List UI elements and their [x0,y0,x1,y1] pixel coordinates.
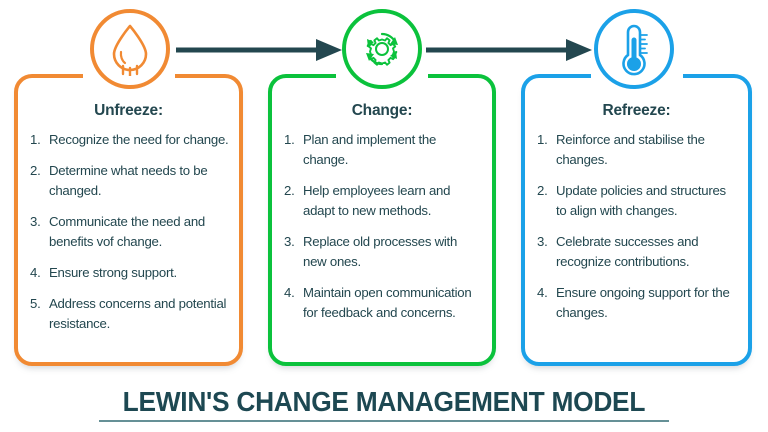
stage-list-unfreeze: 1. Recognize the need for change. 2. Det… [18,130,239,334]
list-item-number: 2. [284,183,295,198]
list-item-number: 1. [537,132,548,147]
thermometer-icon [594,9,674,89]
list-item-number: 5. [30,296,41,311]
stage-card-refreeze: Refreeze: 1. Reinforce and stabilise the… [521,71,752,366]
list-item-number: 4. [30,265,41,280]
list-item: 3. Communicate the need and benefits vof… [30,212,229,252]
list-item-text: Maintain open communication for feedback… [303,285,472,320]
stage-title-change: Change: [351,102,413,119]
list-item: 3. Celebrate successes and recognize con… [537,232,738,272]
list-item-text: Recognize the need for change. [49,132,229,147]
list-item: 4. Ensure ongoing support for the change… [537,283,738,323]
list-item: 2. Help employees learn and adapt to new… [284,181,482,221]
list-item: 4. Ensure strong support. [30,263,229,283]
list-item: 2. Determine what needs to be changed. [30,161,229,201]
list-item-text: Replace old processes with new ones. [303,234,458,269]
list-item-text: Plan and implement the change. [303,132,437,167]
list-item-text: Help employees learn and adapt to new me… [303,183,451,218]
list-item-number: 2. [537,183,548,198]
list-item-text: Communicate the need and benefits vof ch… [49,214,206,249]
gear-cycle-icon [342,9,422,89]
list-item-text: Celebrate successes and recognize contri… [556,234,699,269]
model-title-container: LEWIN'S CHANGE MANAGEMENT MODEL [0,386,768,418]
list-item: 1. Reinforce and stabilise the changes. [537,130,738,170]
stage-list-change: 1. Plan and implement the change. 2. Hel… [272,130,492,323]
list-item-number: 1. [30,132,41,147]
stage-title-refreeze: Refreeze: [602,102,671,119]
list-item-text: Reinforce and stabilise the changes. [556,132,705,167]
list-item-text: Determine what needs to be changed. [49,163,208,198]
list-item: 3. Replace old processes with new ones. [284,232,482,272]
list-item-number: 3. [537,234,548,249]
list-item-number: 3. [284,234,295,249]
list-item: 1. Plan and implement the change. [284,130,482,170]
list-item: 5. Address concerns and potential resist… [30,294,229,334]
page-title: LEWIN'S CHANGE MANAGEMENT MODEL [122,386,646,417]
water-drop-icon [90,9,170,89]
title-underline [99,420,669,422]
stage-title-unfreeze: Unfreeze: [94,102,163,119]
list-item-number: 2. [30,163,41,178]
list-item: 4. Maintain open communication for feedb… [284,283,482,323]
stage-card-unfreeze: Unfreeze: 1. Recognize the need for chan… [14,71,243,366]
stage-card-change: Change: 1. Plan and implement the change… [268,71,496,366]
list-item-text: Address concerns and potential resistanc… [49,296,227,331]
list-item-text: Ensure strong support. [49,265,177,280]
arrow-change-to-refreeze [426,35,592,65]
list-item-text: Ensure ongoing support for the changes. [556,285,730,320]
list-item-number: 1. [284,132,295,147]
list-item-number: 4. [284,285,295,300]
stage-list-refreeze: 1. Reinforce and stabilise the changes. … [525,130,748,323]
list-item-number: 3. [30,214,41,229]
arrow-unfreeze-to-change [176,35,342,65]
list-item: 2. Update policies and structures to ali… [537,181,738,221]
list-item: 1. Recognize the need for change. [30,130,229,150]
list-item-number: 4. [537,285,548,300]
list-item-text: Update policies and structures to align … [556,183,726,218]
